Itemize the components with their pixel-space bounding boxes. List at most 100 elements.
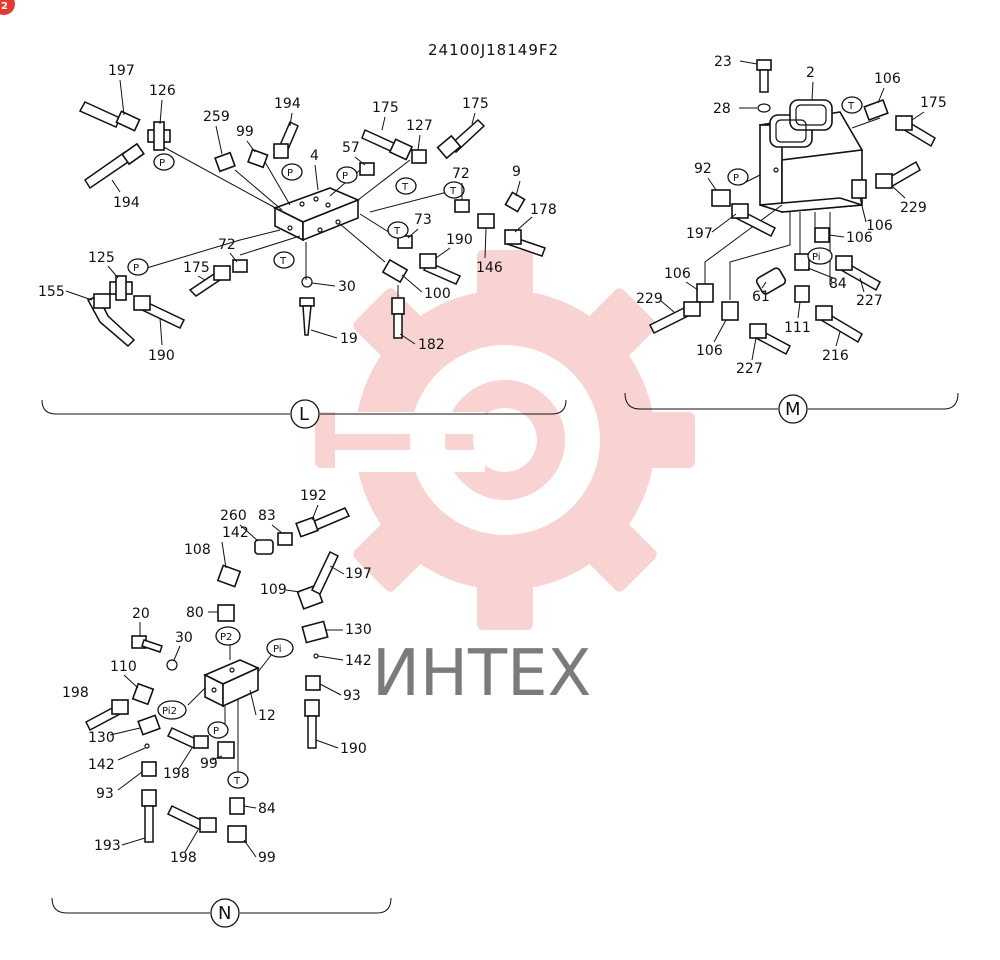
svg-text:T: T: [401, 182, 409, 193]
svg-text:155: 155: [38, 284, 65, 300]
hose-155: [86, 293, 136, 348]
nut-142-top: [254, 539, 274, 555]
svg-text:106: 106: [874, 71, 901, 87]
svg-text:192: 192: [300, 488, 327, 504]
elbow-99-n1: [217, 741, 235, 759]
svg-text:229: 229: [636, 291, 663, 307]
port-bubbles-l: P P P T T T P T: [127, 153, 465, 276]
hose-175-l2: [436, 118, 486, 160]
hose-229-l: [648, 301, 701, 335]
hose-190-l1: [419, 253, 462, 285]
leaders-m: [659, 60, 925, 361]
svg-text:175: 175: [183, 260, 210, 276]
svg-text:83: 83: [258, 508, 276, 524]
hose-227-r: [835, 255, 881, 292]
section-n-marker: [210, 898, 240, 928]
svg-text:30: 30: [338, 279, 356, 295]
bolt-20: [131, 635, 163, 653]
svg-text:127: 127: [406, 118, 433, 134]
svg-text:178: 178: [530, 202, 557, 218]
svg-text:T: T: [847, 101, 855, 112]
fitting-146: [477, 213, 495, 229]
hose-193: [141, 789, 157, 843]
elbow-99-l: [247, 148, 269, 169]
svg-text:57: 57: [342, 140, 360, 156]
tee-126: [147, 121, 171, 151]
svg-text:198: 198: [163, 766, 190, 782]
svg-text:P: P: [159, 158, 165, 169]
section-l-label: L: [299, 404, 309, 425]
svg-text:197: 197: [108, 63, 135, 79]
elbow-100: [381, 258, 409, 284]
section-m-marker: [778, 394, 808, 424]
svg-text:84: 84: [258, 801, 276, 817]
svg-text:P: P: [733, 173, 739, 184]
svg-text:106: 106: [664, 266, 691, 282]
hose-190-l2: [133, 295, 186, 329]
section-n-bracket-right: [240, 897, 392, 914]
hose-194-top: [273, 120, 299, 159]
hose-198-mid: [166, 727, 209, 749]
svg-text:146: 146: [476, 260, 503, 276]
tee-125: [109, 275, 133, 301]
fitting-84-m: [794, 253, 810, 271]
bolt-23: [756, 59, 772, 93]
fitting-84-n: [229, 797, 245, 815]
fitting-130-top: [301, 620, 329, 644]
block-12: [203, 659, 260, 708]
svg-text:T: T: [233, 776, 241, 787]
svg-text:T: T: [449, 186, 457, 197]
watermark: [315, 250, 695, 630]
section-l-bracket-left: [41, 399, 290, 415]
page-badge-circle: [0, 0, 15, 15]
section-n: P2 Pi Pi2 P T 260 83 192 142 108 109 197…: [51, 488, 392, 928]
valve-2: [758, 99, 864, 213]
svg-text:T: T: [393, 226, 401, 237]
section-n-label: N: [218, 903, 231, 924]
svg-text:Pi2: Pi2: [162, 706, 177, 717]
watermark-text: ИНТЕХ: [372, 637, 591, 711]
elbow-108: [216, 564, 242, 588]
part-labels-m: 23 2 106 175 28 92 197 106 229 106 84 61…: [636, 54, 947, 377]
seal-142-right: [313, 653, 319, 659]
fitting-127: [411, 149, 427, 164]
svg-text:99: 99: [200, 756, 218, 772]
hose-197-m: [731, 203, 777, 238]
elbow-110: [131, 682, 155, 706]
svg-text:142: 142: [345, 653, 372, 669]
svg-text:227: 227: [736, 361, 763, 377]
hose-192: [295, 507, 351, 538]
fitting-106-l: [696, 283, 714, 303]
svg-text:20: 20: [132, 606, 150, 622]
part-labels-n: 260 83 192 142 108 109 197 80 20 30 130 …: [62, 488, 372, 866]
svg-text:73: 73: [414, 212, 432, 228]
hose-175-l3: [188, 265, 231, 297]
drawing-code: 24100J18149F2: [428, 41, 559, 59]
svg-text:111: 111: [784, 320, 811, 336]
svg-text:99: 99: [258, 850, 276, 866]
fitting-72-l: [232, 259, 248, 273]
svg-text:28: 28: [713, 101, 731, 117]
svg-text:193: 193: [94, 838, 121, 854]
hose-178: [504, 229, 546, 257]
svg-text:4: 4: [310, 148, 319, 164]
fitting-130-left: [137, 714, 161, 736]
svg-text:93: 93: [96, 786, 114, 802]
elbow-109-hose-197: [296, 550, 339, 610]
section-n-bracket-left: [51, 897, 210, 914]
svg-text:84: 84: [829, 276, 847, 292]
washer-30-n: [166, 659, 178, 671]
hose-175-m: [895, 115, 936, 148]
svg-text:190: 190: [340, 741, 367, 757]
svg-text:175: 175: [372, 100, 399, 116]
svg-text:175: 175: [920, 95, 947, 111]
fitting-106-mid: [814, 227, 830, 243]
svg-text:61: 61: [752, 289, 770, 305]
section-m-label: M: [785, 399, 801, 420]
elbow-106-top: [863, 98, 889, 122]
svg-text:175: 175: [462, 96, 489, 112]
svg-text:72: 72: [452, 166, 470, 182]
svg-text:80: 80: [186, 605, 204, 621]
fitting-83: [277, 532, 293, 546]
